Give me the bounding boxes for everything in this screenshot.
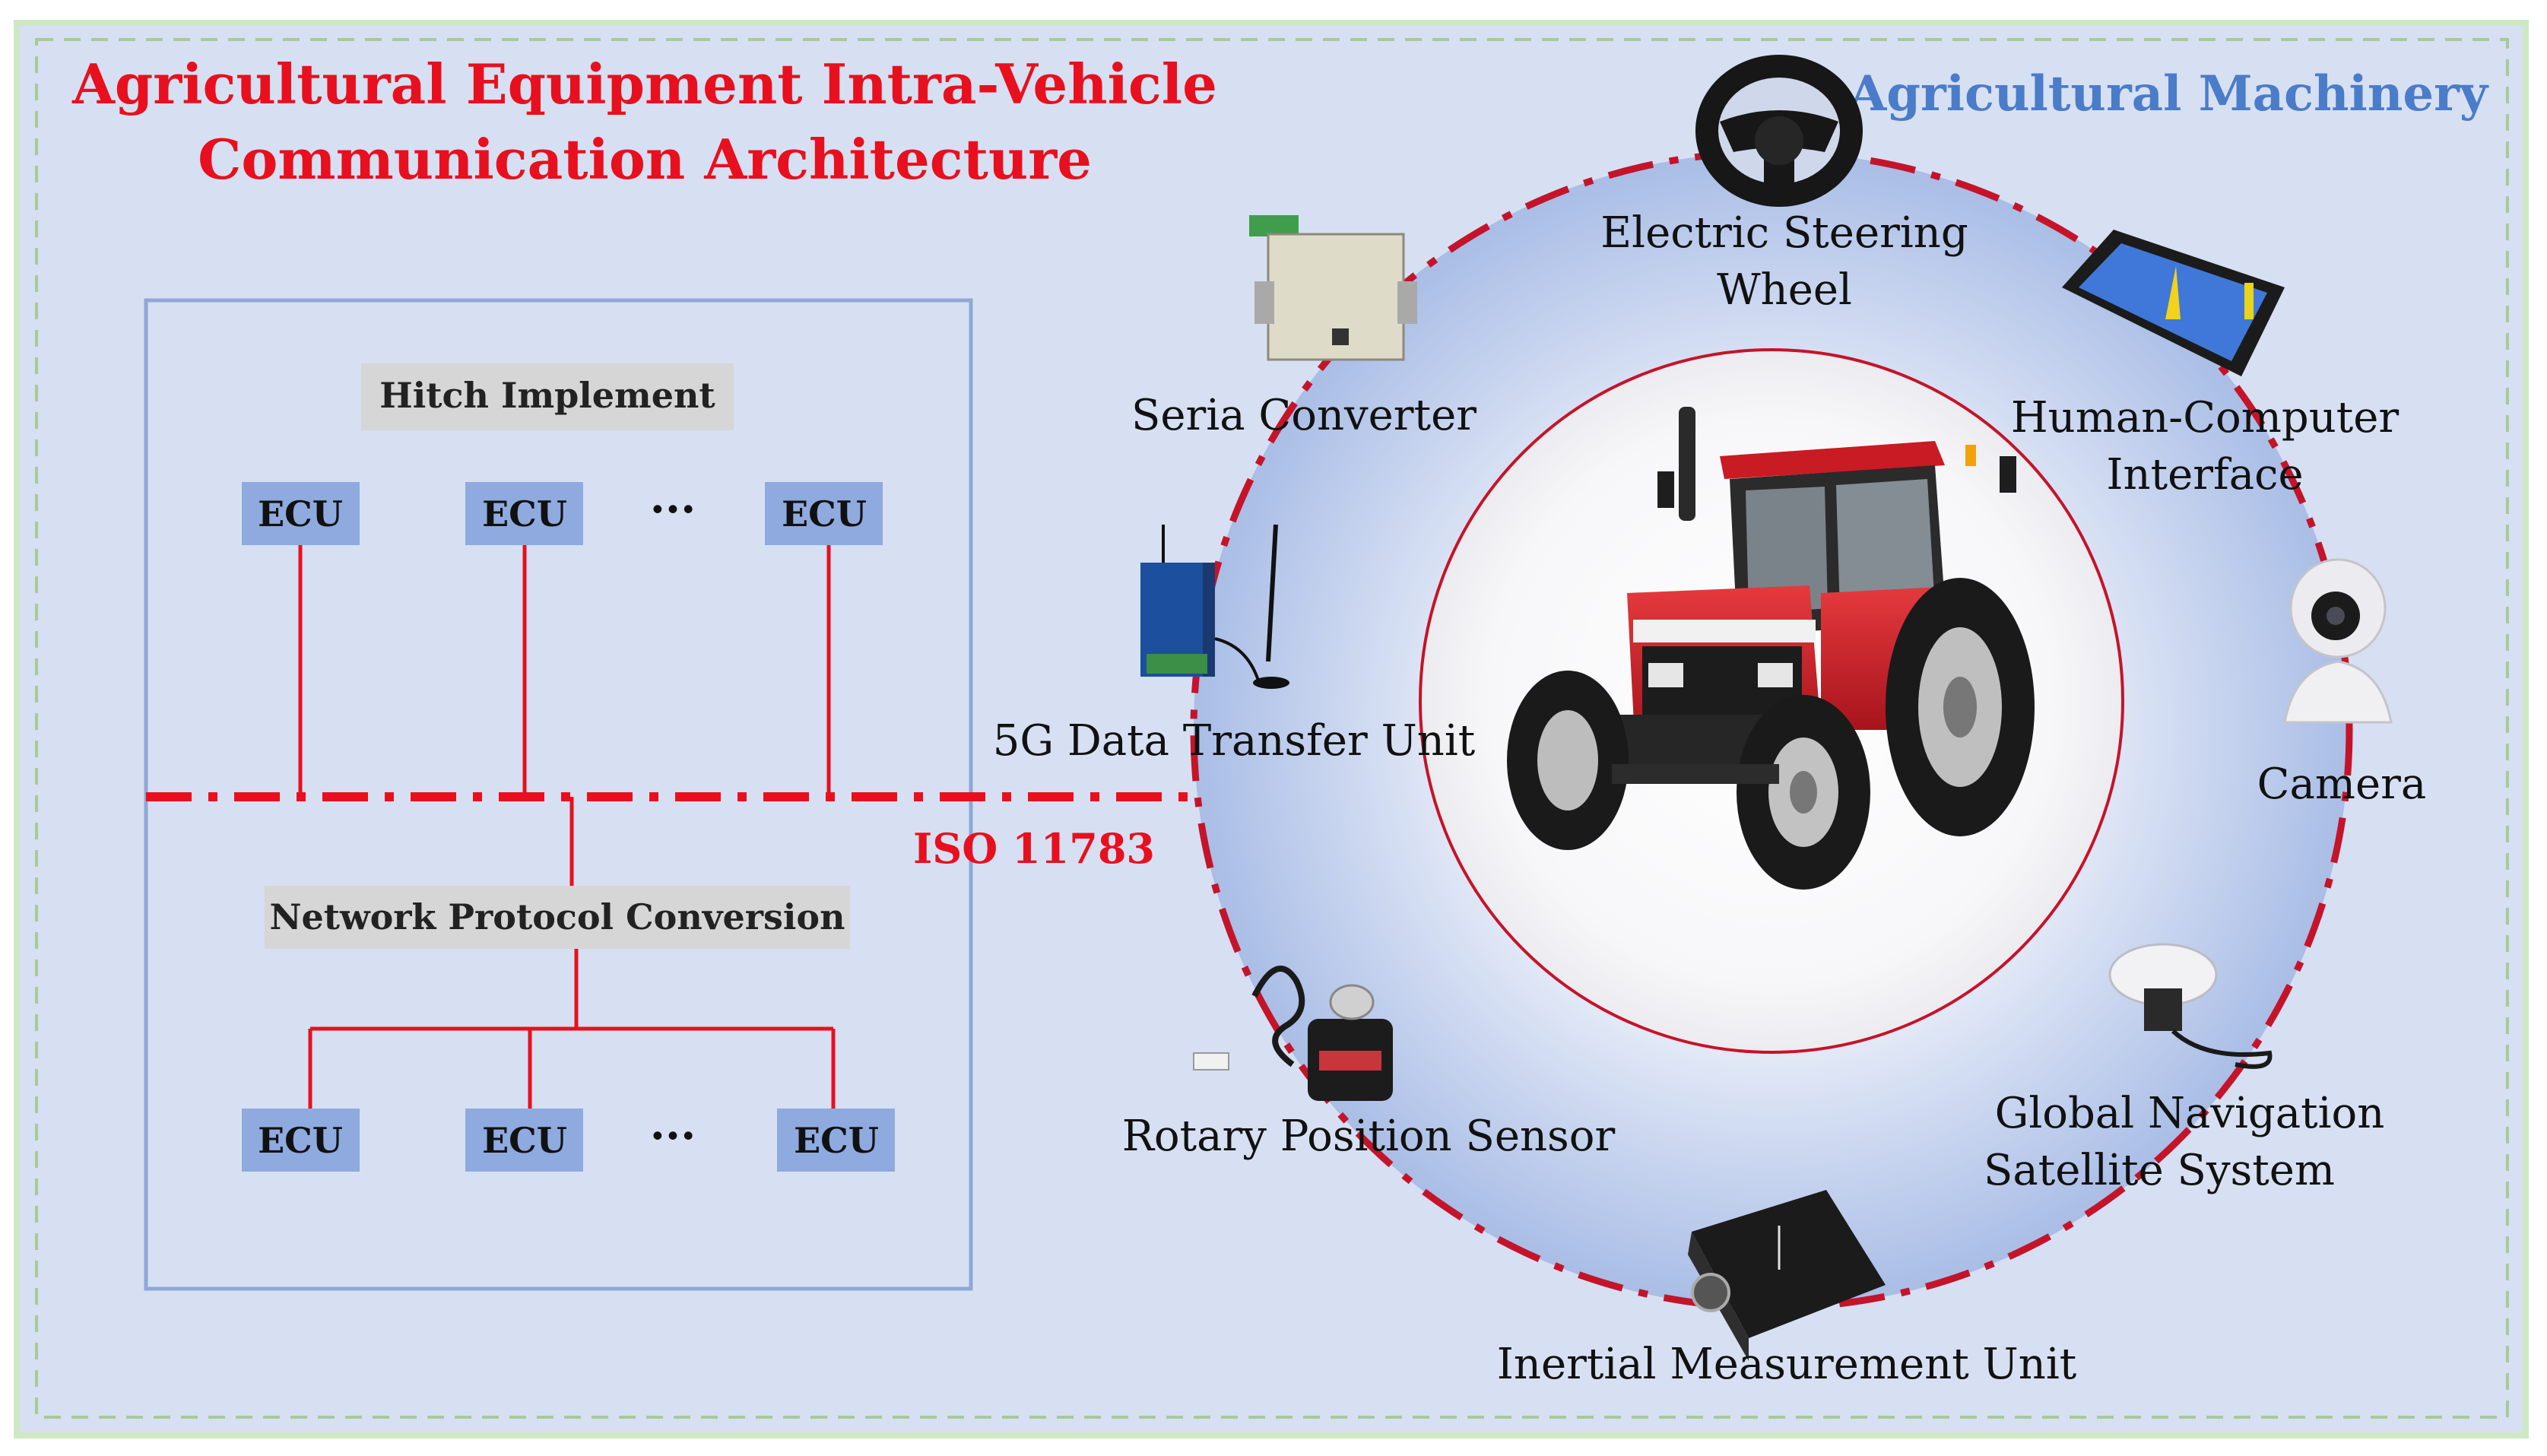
hci-tablet-icon [2062, 230, 2285, 376]
imu-label: Inertial Measurement Unit [1497, 1340, 2077, 1389]
hitch-implement-label: Hitch Implement [379, 375, 715, 416]
region-label: Agricultural Machinery [1848, 65, 2489, 122]
hci-label-line-2: Interface [2106, 450, 2303, 500]
title-line-1: Agricultural Equipment Intra-Vehicle [71, 52, 1217, 116]
hci-label-line-1: Human-Computer [2011, 393, 2400, 443]
ecu-label: ECU [782, 493, 867, 535]
rotary-sensor-label: Rotary Position Sensor [1122, 1112, 1616, 1161]
camera-icon [2283, 558, 2393, 724]
lower-ecu-links [308, 949, 836, 1109]
serial-converter-label: Seria Converter [1131, 391, 1476, 440]
dtu-icon [1140, 524, 1289, 689]
ecu-label: ECU [482, 1120, 567, 1161]
ecu-label: ECU [794, 1120, 879, 1161]
hitch-implement-box: Hitch Implement [361, 363, 734, 430]
ecu-upper-1: ECU [242, 482, 360, 545]
ecu-label: ECU [258, 1120, 343, 1161]
ecu-lower-2: ECU [465, 1109, 583, 1172]
imu-icon [1688, 1190, 1886, 1361]
rotary-sensor-icon [1193, 966, 1393, 1101]
ecu-lower-1: ECU [242, 1109, 360, 1172]
serial-converter-icon [1249, 215, 1417, 361]
gnss-label-line-1: Global Navigation [1995, 1089, 2385, 1138]
gnss-antenna-icon [2108, 943, 2273, 1069]
tractor-illustration [1507, 407, 2035, 890]
title-line-2: Communication Architecture [198, 127, 1092, 192]
ecu-label: ECU [258, 493, 343, 535]
steering-wheel-icon [1695, 55, 1863, 207]
steering-label-line-1: Electric Steering [1600, 208, 1968, 258]
dtu-label: 5G Data Transfer Unit [993, 716, 1476, 766]
outer-frame-dash [35, 38, 2509, 1419]
ellipsis-upper: ··· [650, 484, 696, 535]
upper-ecu-links [298, 545, 831, 886]
ecu-label: ECU [482, 493, 567, 535]
ellipsis-lower: ··· [650, 1110, 696, 1162]
protocol-conversion-box: Network Protocol Conversion [265, 886, 850, 949]
ecu-upper-3: ECU [765, 482, 883, 545]
camera-label: Camera [2257, 760, 2427, 809]
steering-label-line-2: Wheel [1717, 265, 1852, 315]
ecu-upper-2: ECU [465, 482, 583, 545]
ecu-lower-3: ECU [777, 1109, 895, 1172]
bus-label: ISO 11783 [913, 824, 1155, 873]
gnss-label-line-2: Satellite System [1984, 1146, 2335, 1195]
protocol-conversion-label: Network Protocol Conversion [269, 896, 845, 937]
